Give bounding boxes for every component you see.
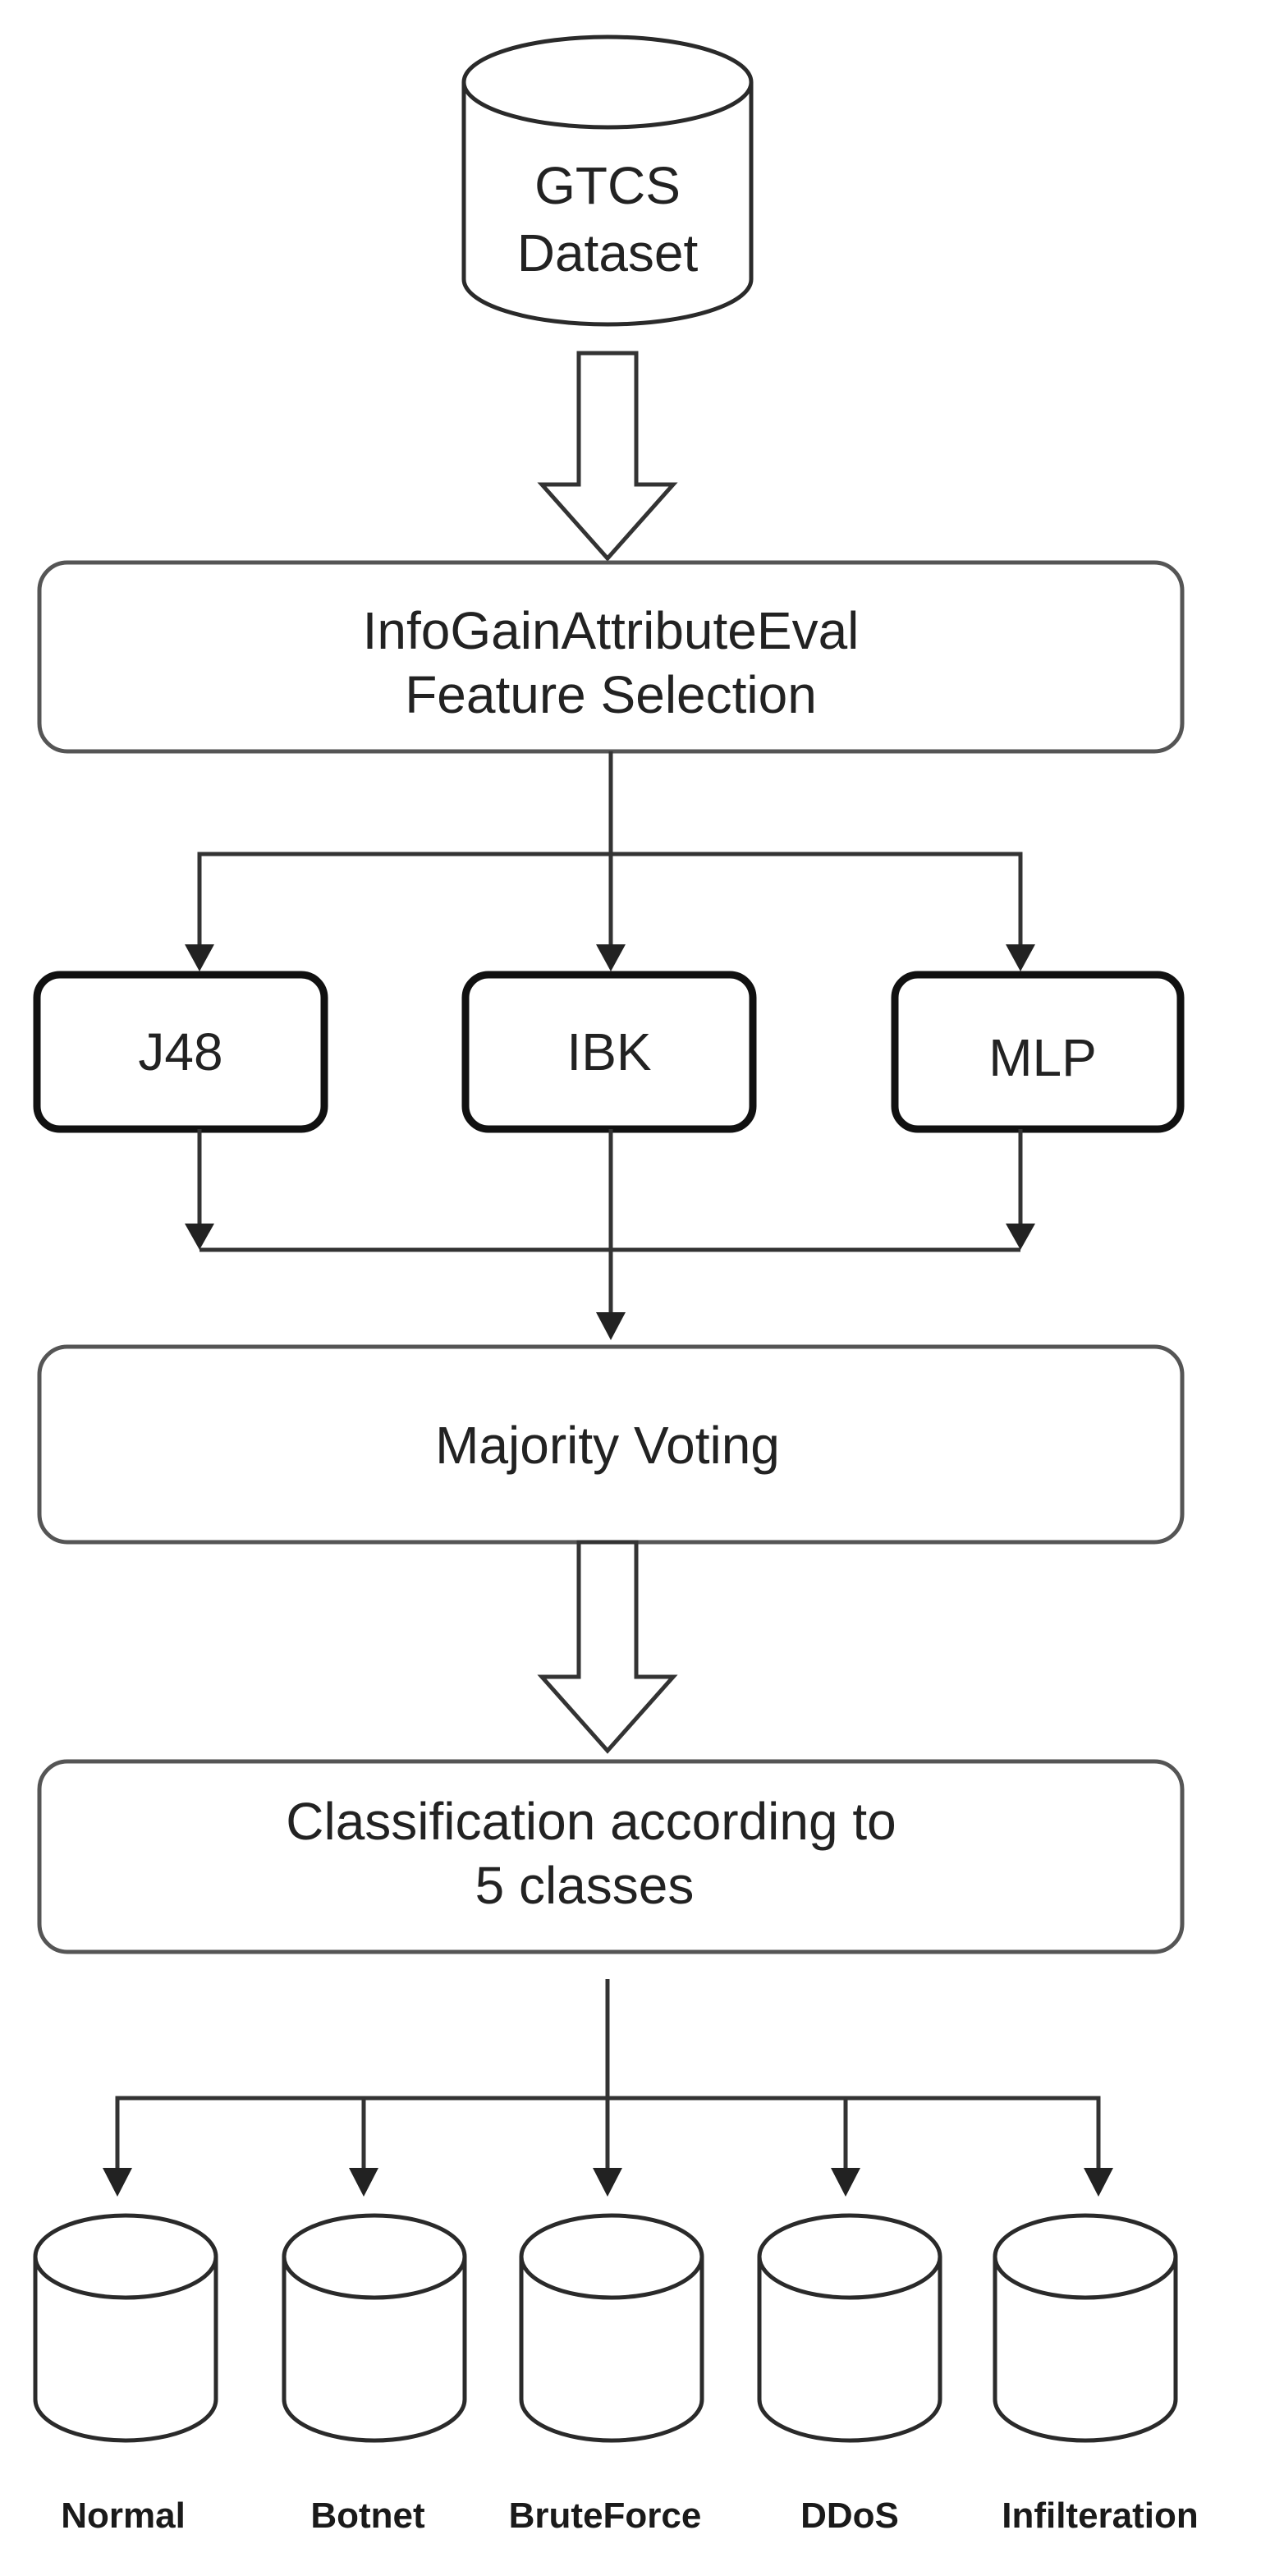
class-cylinder-bruteforce — [519, 2213, 704, 2443]
classifier-ibk-label: IBK — [566, 1022, 651, 1081]
classification-box: Classification according to 5 classes — [37, 1759, 1185, 1954]
classifier-j48-label: J48 — [138, 1022, 222, 1081]
classifier-mlp: MLP — [891, 971, 1185, 1133]
dataset-label-line2: Dataset — [517, 223, 699, 282]
class-label-normal: Normal — [61, 2496, 186, 2536]
feature-selection-line1: InfoGainAttributeEval — [363, 601, 860, 660]
arrowhead-to-ibk — [596, 944, 626, 971]
classifier-j48: J48 — [33, 971, 328, 1133]
classification-line2: 5 classes — [475, 1856, 695, 1915]
class-cylinder-infilteration — [993, 2213, 1178, 2443]
classifier-mlp-label: MLP — [988, 1028, 1097, 1087]
classification-line1: Classification according to — [286, 1792, 896, 1851]
majority-voting-box: Majority Voting — [37, 1344, 1185, 1545]
arrowhead-to-mlp — [1006, 944, 1035, 971]
class-label-infilteration: Infilteration — [1002, 2496, 1199, 2536]
arrowhead-to-j48 — [185, 944, 214, 971]
hollow-arrow-dataset-to-selection — [537, 351, 678, 562]
fanin-connectors — [185, 1129, 1035, 1340]
hollow-arrow-voting-to-classification — [537, 1540, 678, 1754]
dataset-label-line1: GTCS — [534, 156, 681, 215]
dataset-cylinder: GTCS Dataset — [461, 34, 754, 327]
feature-selection-box: InfoGainAttributeEval Feature Selection — [37, 560, 1185, 754]
majority-voting-label: Majority Voting — [435, 1416, 780, 1475]
classifier-ibk: IBK — [461, 971, 757, 1133]
class-label-bruteforce: BruteForce — [509, 2496, 702, 2536]
fanout-connectors — [185, 751, 1035, 971]
class-connectors — [103, 1979, 1113, 2197]
feature-selection-line2: Feature Selection — [405, 665, 817, 724]
class-label-botnet: Botnet — [310, 2496, 425, 2536]
arrowhead-to-voting — [596, 1312, 626, 1340]
class-label-ddos: DDoS — [800, 2496, 899, 2536]
class-cylinder-ddos — [757, 2213, 942, 2443]
class-cylinder-botnet — [282, 2213, 467, 2443]
class-cylinder-normal — [33, 2213, 218, 2443]
